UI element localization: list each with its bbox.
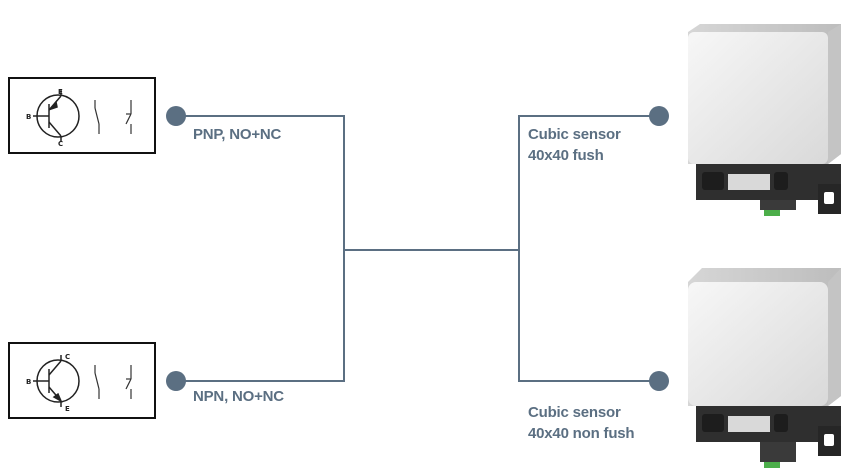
pnp-transistor-icon bbox=[33, 90, 80, 142]
connection-lines bbox=[176, 115, 659, 382]
cubic-sensor-flush-image bbox=[688, 24, 841, 216]
sensor-flush-label: Cubic sensor 40x40 fush bbox=[528, 124, 621, 166]
npn-no-contact-icon bbox=[94, 365, 100, 399]
pnp-nc-contact-icon bbox=[125, 100, 132, 134]
pnp-terminal-e: E bbox=[58, 88, 63, 96]
line-sensor-bottom-branch bbox=[518, 250, 659, 382]
pnp-no-contact-icon bbox=[94, 100, 100, 134]
pnp-symbol-box: B E C bbox=[8, 77, 156, 154]
pnp-terminal-b: B bbox=[26, 113, 31, 121]
npn-nc-contact-icon bbox=[125, 365, 132, 399]
npn-terminal-dot bbox=[166, 371, 186, 391]
sensor-bottom-terminal-dot bbox=[649, 371, 669, 391]
line-npn-branch bbox=[176, 250, 345, 382]
pnp-terminal-c: C bbox=[58, 140, 63, 148]
cubic-sensor-non-flush-image bbox=[688, 268, 841, 468]
sensor-top-terminal-dot bbox=[649, 106, 669, 126]
npn-output-label: NPN, NO+NC bbox=[193, 386, 284, 407]
sensor-non-flush-label: Cubic sensor 40x40 non fush bbox=[528, 402, 635, 444]
npn-terminal-c: C bbox=[65, 353, 70, 361]
sensor-flush-label-line2: 40x40 fush bbox=[528, 147, 604, 164]
pnp-terminal-dot bbox=[166, 106, 186, 126]
npn-output-label-text: NPN, NO+NC bbox=[193, 388, 284, 405]
npn-transistor-icon bbox=[33, 355, 80, 407]
pnp-output-label: PNP, NO+NC bbox=[193, 124, 281, 145]
sensor-non-flush-label-line2: 40x40 non fush bbox=[528, 425, 635, 442]
line-sensor-top-branch bbox=[518, 115, 659, 250]
sensor-flush-label-line1: Cubic sensor bbox=[528, 126, 621, 143]
npn-terminal-b: B bbox=[26, 378, 31, 386]
sensor-non-flush-label-line1: Cubic sensor bbox=[528, 404, 621, 421]
pnp-output-label-text: PNP, NO+NC bbox=[193, 126, 282, 143]
npn-symbol-box: B C E bbox=[8, 342, 156, 419]
line-pnp-branch bbox=[176, 115, 345, 250]
npn-terminal-e: E bbox=[65, 405, 70, 413]
